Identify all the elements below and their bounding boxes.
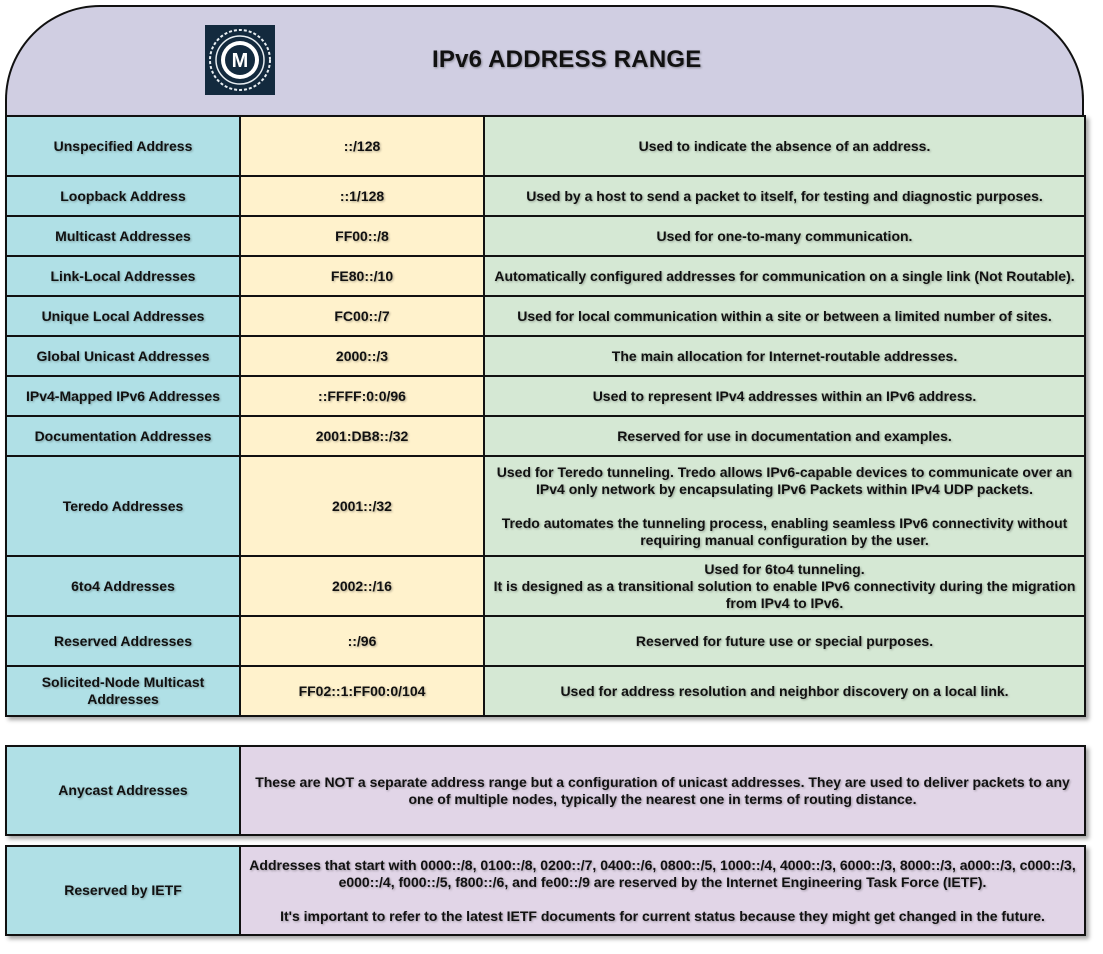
address-description: Reserved for use in documentation and ex… <box>485 417 1084 455</box>
table-row: Unspecified Address ::/128 Used to indic… <box>7 117 1084 175</box>
logo: M <box>205 25 275 95</box>
address-type-name: Global Unicast Addresses <box>7 337 241 375</box>
header-banner <box>5 5 1084 115</box>
address-type-name: Unspecified Address <box>7 117 241 175</box>
address-prefix: 2002::/16 <box>241 557 485 615</box>
table-row: Multicast Addresses FF00::/8 Used for on… <box>7 215 1084 255</box>
ietf-reserved-note: Reserved by IETF Addresses that start wi… <box>5 845 1086 936</box>
address-description: Used to represent IPv4 addresses within … <box>485 377 1084 415</box>
page-title: IPv6 ADDRESS RANGE <box>432 46 702 73</box>
address-description: Used for local communication within a si… <box>485 297 1084 335</box>
address-prefix: 2001:DB8::/32 <box>241 417 485 455</box>
logo-letter: M <box>232 50 249 72</box>
address-prefix: ::/96 <box>241 617 485 665</box>
table-row: Documentation Addresses 2001:DB8::/32 Re… <box>7 415 1084 455</box>
note-description: Addresses that start with 0000::/8, 0100… <box>241 847 1084 934</box>
address-type-name: Solicited-Node Multicast Addresses <box>7 667 241 715</box>
address-prefix: ::/128 <box>241 117 485 175</box>
address-prefix: ::FFFF:0:0/96 <box>241 377 485 415</box>
address-description: Used for address resolution and neighbor… <box>485 667 1084 715</box>
m-logo-icon: M <box>205 25 275 95</box>
address-prefix: FF00::/8 <box>241 217 485 255</box>
address-type-name: Teredo Addresses <box>7 457 241 555</box>
address-type-name: Link-Local Addresses <box>7 257 241 295</box>
address-description: Used for 6to4 tunneling. It is designed … <box>485 557 1084 615</box>
address-type-name: Loopback Address <box>7 177 241 215</box>
address-type-name: Multicast Addresses <box>7 217 241 255</box>
table-row: Link-Local Addresses FE80::/10 Automatic… <box>7 255 1084 295</box>
address-prefix: 2001::/32 <box>241 457 485 555</box>
table-row: Loopback Address ::1/128 Used by a host … <box>7 175 1084 215</box>
table-row: Reserved Addresses ::/96 Reserved for fu… <box>7 615 1084 665</box>
table-row: Solicited-Node Multicast Addresses FF02:… <box>7 665 1084 715</box>
address-type-name: IPv4-Mapped IPv6 Addresses <box>7 377 241 415</box>
table-row: Teredo Addresses 2001::/32 Used for Tere… <box>7 455 1084 555</box>
table-row: Unique Local Addresses FC00::/7 Used for… <box>7 295 1084 335</box>
note-description: These are NOT a separate address range b… <box>241 747 1084 834</box>
address-type-name: Reserved Addresses <box>7 617 241 665</box>
address-prefix: 2000::/3 <box>241 337 485 375</box>
address-prefix: FE80::/10 <box>241 257 485 295</box>
address-type-name: 6to4 Addresses <box>7 557 241 615</box>
table-row: 6to4 Addresses 2002::/16 Used for 6to4 t… <box>7 555 1084 615</box>
address-description: Reserved for future use or special purpo… <box>485 617 1084 665</box>
address-description: Used for one-to-many communication. <box>485 217 1084 255</box>
address-description: The main allocation for Internet-routabl… <box>485 337 1084 375</box>
address-description: Used to indicate the absence of an addre… <box>485 117 1084 175</box>
address-range-table: Unspecified Address ::/128 Used to indic… <box>5 115 1086 717</box>
address-type-name: Documentation Addresses <box>7 417 241 455</box>
address-description: Used for Teredo tunneling. Tredo allows … <box>485 457 1084 555</box>
address-description: Used by a host to send a packet to itsel… <box>485 177 1084 215</box>
address-prefix: ::1/128 <box>241 177 485 215</box>
address-description: Automatically configured addresses for c… <box>485 257 1084 295</box>
anycast-note: Anycast Addresses These are NOT a separa… <box>5 745 1086 836</box>
note-name: Anycast Addresses <box>7 747 241 834</box>
note-name: Reserved by IETF <box>7 847 241 934</box>
address-prefix: FF02::1:FF00:0/104 <box>241 667 485 715</box>
address-prefix: FC00::/7 <box>241 297 485 335</box>
address-type-name: Unique Local Addresses <box>7 297 241 335</box>
table-row: Global Unicast Addresses 2000::/3 The ma… <box>7 335 1084 375</box>
table-row: IPv4-Mapped IPv6 Addresses ::FFFF:0:0/96… <box>7 375 1084 415</box>
